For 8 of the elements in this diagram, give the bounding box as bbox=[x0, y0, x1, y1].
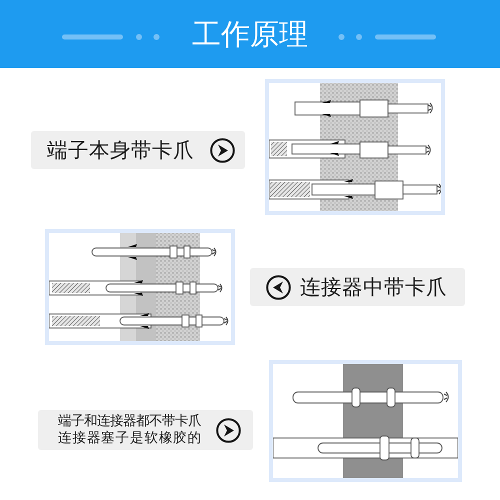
caption-panel bbox=[250, 268, 465, 306]
caption-panel bbox=[31, 131, 245, 169]
caption-panel bbox=[38, 410, 253, 450]
caption-text: 连接器塞子是软橡胶的 bbox=[58, 430, 202, 447]
caption-text: 端子本身带卡爪 bbox=[47, 136, 194, 164]
page-title: 工作原理 bbox=[192, 16, 308, 52]
caption-text: 连接器中带卡爪 bbox=[300, 274, 447, 300]
caption-text: 端子和连接器都不带卡爪 bbox=[58, 413, 202, 430]
